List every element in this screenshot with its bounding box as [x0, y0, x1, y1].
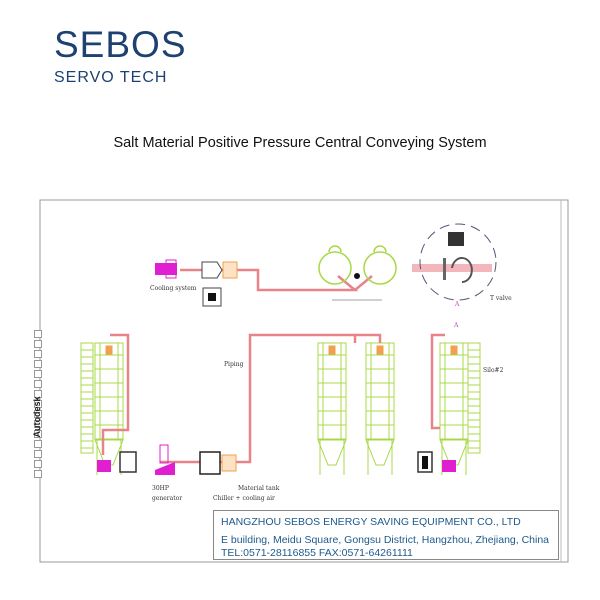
logo-brand: SEBOS: [54, 24, 187, 65]
drawing-frame: [39, 199, 569, 563]
autodesk-sidebar: [34, 330, 44, 478]
silo-mid-2: [365, 342, 395, 475]
chiller-unit: [199, 451, 221, 475]
silo-left: [80, 342, 124, 475]
cooling-system-unit: [201, 261, 223, 279]
label-piping: Piping: [224, 361, 244, 368]
valve-actuator: [448, 232, 464, 246]
label-cooling-system: Cooling system: [150, 285, 197, 292]
company-contact: TEL:0571-28116855 FAX:0571-64261111: [221, 547, 413, 559]
blower-bottom: [155, 444, 175, 475]
autodesk-label: Autodesk: [32, 396, 42, 438]
cabinet-left: [119, 451, 137, 473]
pipe-left-silo: [101, 333, 130, 455]
material-tank: [221, 454, 237, 472]
t-valve-icon: [451, 257, 473, 283]
pipe-main: [160, 333, 357, 464]
label-generator-2: generator: [152, 495, 182, 502]
blower-right: [442, 460, 456, 472]
label-generator-1: 30HP: [152, 485, 169, 492]
label-detail-a2: A: [453, 322, 459, 329]
label-chiller: Chiller + cooling air: [213, 495, 275, 502]
label-material-tank: Material tank: [238, 485, 280, 492]
label-silo: Silo#2: [483, 367, 504, 374]
blower-top: [155, 259, 177, 279]
receiving-bins: [318, 245, 397, 285]
silo-mid-1: [317, 342, 347, 475]
logo-tagline: SERVO TECH: [54, 69, 168, 86]
page-title: Salt Material Positive Pressure Central …: [113, 135, 487, 151]
detail-circle: [419, 223, 497, 301]
material-tank-top: [222, 261, 238, 279]
company-address: E building, Meidu Square, Gongsu Distric…: [221, 534, 550, 546]
silos: [80, 342, 481, 475]
silo-right: [439, 342, 481, 475]
company-name: HANGZHOU SEBOS ENERGY SAVING EQUIPMENT C…: [221, 516, 521, 528]
blower-left: [97, 460, 111, 472]
pipe-branch: [355, 333, 382, 343]
diverter-valve: [354, 273, 360, 279]
company-footer: HANGZHOU SEBOS ENERGY SAVING EQUIPMENT C…: [213, 510, 559, 560]
piping-lines: [101, 264, 492, 464]
label-t-valve: T valve: [490, 295, 512, 302]
label-detail-a: A: [454, 301, 460, 308]
pipe-right-silo: [430, 333, 445, 430]
